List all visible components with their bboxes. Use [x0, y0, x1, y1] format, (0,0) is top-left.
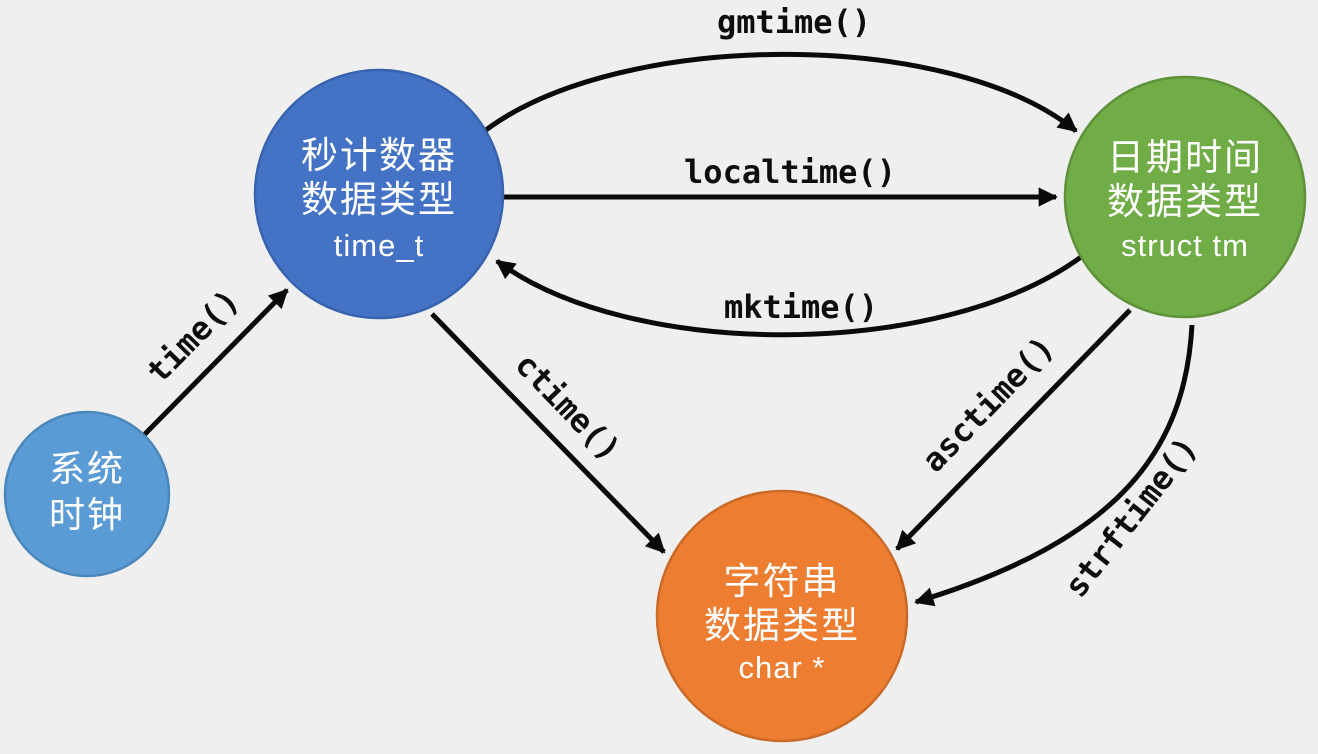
char-ptr-label-line2: 数据类型	[704, 605, 860, 646]
edge-mktime-label: mktime()	[724, 288, 878, 326]
edge-time-arrow	[142, 288, 289, 437]
edge-strftime-label-group: strftime()	[1057, 429, 1206, 604]
system-clock-label-line2: 时钟	[49, 494, 125, 535]
time-t-label-line2: 数据类型	[301, 179, 457, 220]
char-ptr-label-line1: 字符串	[724, 561, 841, 602]
edge-gmtime-label: gmtime()	[717, 3, 871, 41]
edge-strftime-arrow	[914, 324, 1195, 607]
system-clock-label-line1: 系统	[49, 448, 125, 489]
struct-tm-label-line1: 日期时间	[1107, 137, 1263, 178]
edge-time-label: time()	[139, 281, 247, 390]
time-t-circle	[253, 68, 505, 320]
struct-tm-sublabel: struct tm	[1121, 228, 1249, 263]
edge-gmtime-arrow	[484, 51, 1078, 133]
time-t-sublabel: time_t	[334, 228, 424, 263]
node-time-t: 秒计数器 数据类型 time_t	[253, 68, 505, 320]
edge-localtime-label: localtime()	[684, 153, 896, 191]
edge-strftime-label: strftime()	[1057, 429, 1206, 604]
edge-time-label-group: time()	[139, 281, 247, 390]
edge-mktime-arrow	[495, 254, 1083, 338]
node-char-ptr: 字符串 数据类型 char *	[655, 489, 909, 743]
char-ptr-circle	[655, 489, 909, 743]
time-t-label-line1: 秒计数器	[301, 135, 457, 176]
struct-tm-label-line2: 数据类型	[1107, 181, 1263, 222]
node-struct-tm: 日期时间 数据类型 struct tm	[1063, 75, 1307, 319]
struct-tm-circle	[1063, 75, 1307, 319]
node-system-clock: 系统 时钟	[3, 410, 171, 578]
system-clock-circle	[3, 410, 171, 578]
char-ptr-sublabel: char *	[739, 650, 826, 685]
edge-asctime-arrow	[895, 308, 1132, 551]
edge-ctime-arrow	[430, 312, 666, 554]
